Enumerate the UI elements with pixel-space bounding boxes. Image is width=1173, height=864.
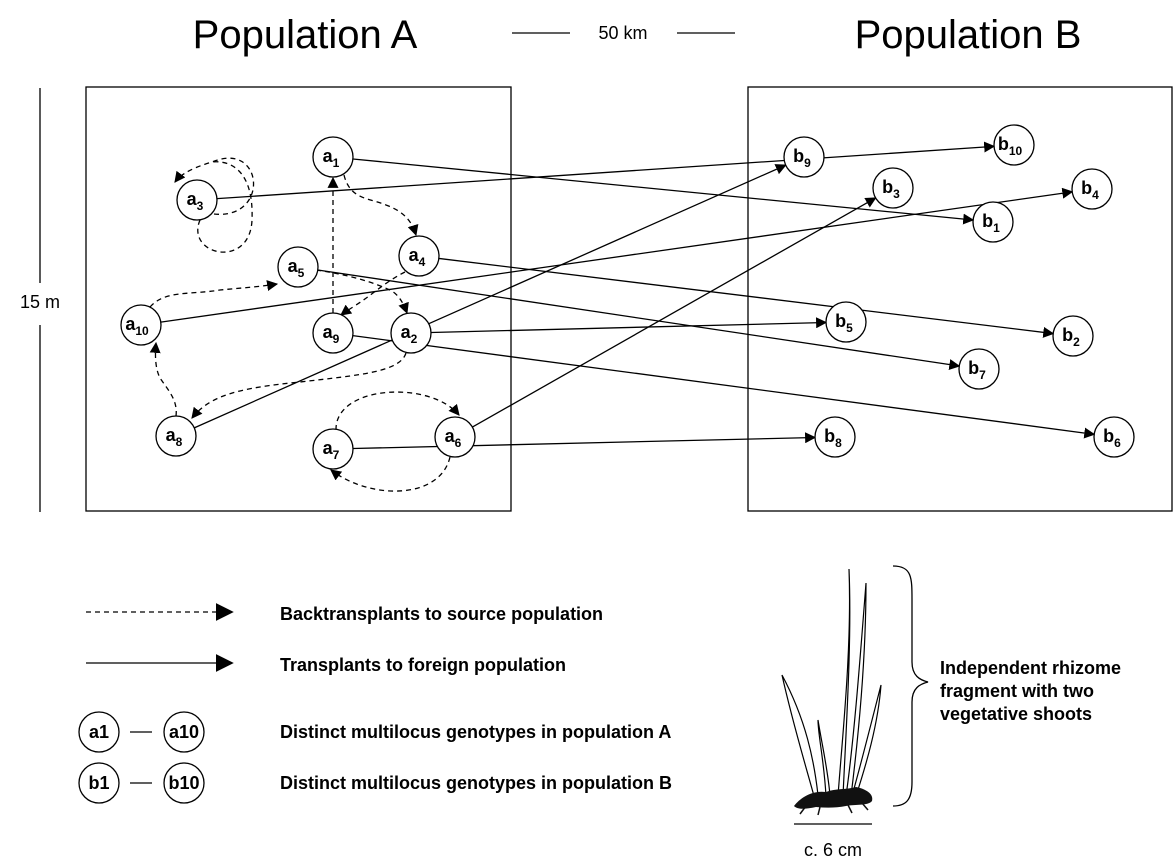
genotype-circle-a1 — [312, 136, 354, 178]
backtransplant-arrow-a4-a9 — [340, 271, 406, 316]
plant-label-line-2: fragment with two — [940, 681, 1094, 701]
plant-leaf-3 — [837, 568, 851, 797]
genotype-node-b5: b5 — [825, 301, 867, 343]
genotype-circle-b8 — [814, 416, 856, 458]
transplant-arrow-a10-b4 — [160, 187, 1074, 323]
genotype-node-a5: a5 — [277, 246, 319, 288]
genotype-circle-a9 — [312, 312, 354, 354]
population-a-title: Population A — [193, 13, 418, 57]
genotype-node-a4: a4 — [398, 235, 440, 277]
plant-rhizome — [794, 787, 873, 809]
genotype-node-b1: b1 — [972, 201, 1014, 243]
plant-leaf-2 — [817, 719, 831, 797]
transplant-arrows — [160, 141, 1096, 450]
genotype-circle-a5 — [277, 246, 319, 288]
genotype-circle-a6 — [434, 416, 476, 458]
legend-node-b1 — [78, 762, 120, 804]
genotype-nodes: a1 a2 a3 a4 a5 a6 a7 a8 a9 a10 b1 b2 b3 b4 b5 b6 b7 b8 b9 b… — [120, 124, 1135, 470]
transplant-arrow-a1-b1 — [352, 158, 975, 225]
genotype-circle-b3 — [872, 167, 914, 209]
transplant-arrow-a8-b9 — [194, 164, 787, 429]
seagrass-plant-illustration: c. 6 cm — [781, 568, 882, 860]
legend-genotypes-a-text: Distinct multilocus genotypes in populat… — [280, 722, 671, 742]
plant-label-line-1: Independent rhizome — [940, 658, 1121, 678]
genotype-circle-b10 — [993, 124, 1035, 166]
backtransplant-loop-a3-lower — [197, 161, 253, 253]
height-label: 15 m — [20, 292, 60, 312]
legend-node-a10-label: a10 — [169, 722, 199, 742]
genotype-node-b2: b2 — [1052, 315, 1094, 357]
legend-node-b1-label: b1 — [88, 773, 109, 793]
genotype-node-b6: b6 — [1093, 416, 1135, 458]
genotype-node-a9: a9 — [312, 312, 354, 354]
legend-transplant-text: Transplants to foreign population — [280, 655, 566, 675]
population-b-box — [747, 86, 1173, 512]
genotype-circle-b6 — [1093, 416, 1135, 458]
genotype-circle-b5 — [825, 301, 867, 343]
backtransplant-arrow-a7-a6 — [335, 391, 460, 431]
transplant-arrow-a6-b3 — [472, 197, 877, 428]
backtransplant-arrow-a1-a4 — [343, 174, 419, 237]
genotype-circle-a7 — [312, 428, 354, 470]
genotype-node-a8: a8 — [155, 415, 197, 457]
genotype-circle-a10 — [120, 304, 162, 346]
plant-leaf-5 — [851, 684, 882, 797]
genotype-circle-b1 — [972, 201, 1014, 243]
legend-node-a1-label: a1 — [89, 722, 109, 742]
genotype-node-b10: b10 — [993, 124, 1035, 166]
distance-label: 50 km — [598, 23, 647, 43]
genotype-node-b3: b3 — [872, 167, 914, 209]
genotype-node-a2: a2 — [390, 312, 432, 354]
legend-node-a10 — [163, 711, 205, 753]
genotype-circle-b4 — [1071, 168, 1113, 210]
genotype-node-b7: b7 — [958, 348, 1000, 390]
transplant-arrow-a2-b5 — [430, 317, 828, 334]
legend-genotypes-b-text: Distinct multilocus genotypes in populat… — [280, 773, 672, 793]
genotype-node-b9: b9 — [783, 136, 825, 178]
genotype-circle-a8 — [155, 415, 197, 457]
transplant-arrow-a4-b2 — [438, 257, 1055, 338]
genotype-node-b4: b4 — [1071, 168, 1113, 210]
plant-label-line-3: vegetative shoots — [940, 704, 1092, 724]
genotype-node-a7: a7 — [312, 428, 354, 470]
transplant-arrow-a7-b8 — [352, 432, 817, 450]
transplant-arrow-a5-b7 — [317, 269, 961, 371]
backtransplant-arrow-a3-a3 — [174, 157, 255, 215]
legend-node-a1 — [78, 711, 120, 753]
plant-leaf-4 — [845, 582, 867, 797]
backtransplant-arrow-a6-a7 — [330, 456, 451, 492]
genotype-node-a6: a6 — [434, 416, 476, 458]
genotype-circle-b9 — [783, 136, 825, 178]
backtransplant-arrow-a10-a5 — [149, 280, 279, 308]
legend-node-b10 — [163, 762, 205, 804]
genotype-node-a3: a3 — [176, 179, 218, 221]
legend-node-b10-label: b10 — [168, 773, 199, 793]
transplant-arrow-a9-b6 — [352, 334, 1096, 439]
genotype-node-a10: a10 — [120, 304, 162, 346]
plant-leaf-1 — [781, 674, 819, 797]
backtransplant-arrow-a2-a8 — [191, 352, 407, 419]
transplant-arrow-a3-b10 — [216, 141, 996, 200]
genotype-circle-a4 — [398, 235, 440, 277]
plant-brace — [892, 565, 929, 807]
genotype-circle-a2 — [390, 312, 432, 354]
genotype-circle-b7 — [958, 348, 1000, 390]
backtransplant-arrows — [149, 157, 460, 492]
plant-roots — [799, 802, 869, 816]
genotype-circle-b2 — [1052, 315, 1094, 357]
population-b-title: Population B — [855, 13, 1082, 57]
legend-genotypes-b: b1 b10 Distinct multilocus genotypes in … — [78, 762, 672, 804]
genotype-circle-a3 — [176, 179, 218, 221]
backtransplant-arrow-a5-a2 — [315, 269, 409, 315]
backtransplant-arrow-a8-a10 — [149, 341, 177, 417]
plant-scale-label: c. 6 cm — [804, 840, 862, 860]
legend-backtransplant-text: Backtransplants to source population — [280, 604, 603, 624]
legend-genotypes-a: a1 a10 Distinct multilocus genotypes in … — [78, 711, 671, 753]
genotype-node-b8: b8 — [814, 416, 856, 458]
genotype-node-a1: a1 — [312, 136, 354, 178]
